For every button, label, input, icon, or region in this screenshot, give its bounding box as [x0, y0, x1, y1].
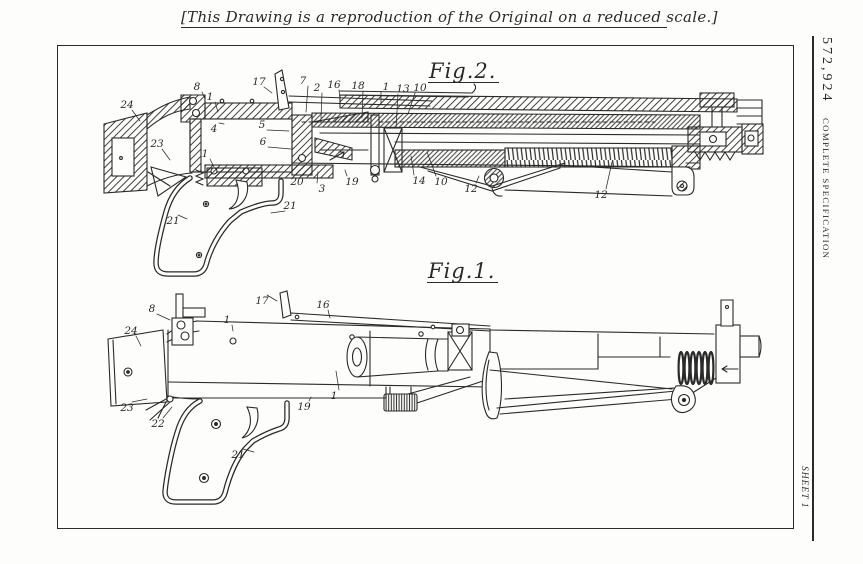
- leader-line: [327, 309, 331, 319]
- leader-line: [161, 148, 171, 161]
- reduced-scale-note: [This Drawing is a reproduction of the O…: [181, 8, 718, 28]
- part-number: 6: [260, 136, 267, 148]
- leader-line: [426, 151, 437, 177]
- part-number: 22: [150, 418, 165, 430]
- part-number: 13: [396, 83, 410, 95]
- leader-line: [131, 109, 141, 122]
- part-number: 17: [252, 76, 266, 88]
- fig1-pistol-grip: [162, 398, 290, 505]
- fig2-muzzle: [687, 92, 764, 162]
- part-number: 5: [259, 119, 266, 131]
- part-number: 2: [313, 82, 321, 94]
- part-number: 24: [119, 99, 133, 111]
- sheet-edge-rule: [812, 36, 814, 541]
- leader-line: [162, 406, 173, 419]
- margin-heading: 572,924 COMPLETE SPECIFICATION: [817, 37, 835, 259]
- part-number: 17: [255, 295, 269, 307]
- fig1-callouts: 8 24 17 16 1 23 22 19 1 21: [119, 294, 340, 461]
- fig1-cocking-piece: [171, 293, 206, 346]
- leader-line: [231, 324, 234, 332]
- fig1-barrel: [489, 299, 762, 386]
- part-number: 1: [202, 148, 209, 160]
- leader-line: [177, 214, 188, 220]
- part-number: 7: [300, 75, 307, 87]
- leader-line: [308, 396, 312, 402]
- part-number: 19: [297, 401, 311, 413]
- leader-line: [335, 370, 340, 391]
- leader-line: [218, 122, 225, 125]
- leader-line: [305, 85, 309, 113]
- leader-line: [135, 335, 142, 347]
- leader-line: [407, 92, 416, 115]
- fig1-cocking-handle: [346, 323, 473, 378]
- part-number: 1: [331, 390, 338, 402]
- part-number: 10: [434, 176, 448, 188]
- leader-line: [209, 158, 215, 168]
- part-number: 8: [149, 303, 156, 315]
- leader-line: [201, 91, 206, 100]
- part-number: 1: [224, 314, 231, 326]
- fig2-bipod: [419, 162, 701, 197]
- leader-line: [320, 92, 323, 119]
- part-number: 10: [413, 82, 427, 94]
- fig1-drawing: 8 24 17 16 1 23 22 19 1 21: [107, 290, 762, 505]
- leader-line: [316, 171, 319, 184]
- leader-line: [266, 129, 290, 132]
- part-number: 24: [123, 325, 137, 337]
- sheet-number: SHEET 1: [799, 466, 809, 509]
- part-number: 1: [383, 81, 390, 93]
- leader-line: [410, 155, 415, 176]
- fig1-knurled-knob: [383, 376, 484, 412]
- leader-line: [270, 210, 286, 214]
- part-number: 23: [149, 138, 164, 150]
- part-number: 21: [282, 200, 296, 212]
- part-number: 4: [210, 123, 218, 135]
- part-number: 1: [207, 91, 214, 103]
- leader-line: [301, 173, 305, 177]
- leader-line: [131, 398, 148, 403]
- leader-line: [242, 448, 255, 453]
- part-number: 3: [319, 183, 326, 195]
- part-number: 8: [194, 81, 201, 93]
- leader-line: [214, 101, 219, 113]
- fig2-barrel-casing: [291, 83, 738, 170]
- fig1-butt-plate: [107, 320, 200, 407]
- leader-line: [267, 146, 292, 150]
- part-number: 12: [464, 183, 478, 195]
- leader-line: [475, 175, 480, 184]
- part-number: 20: [289, 176, 304, 188]
- leader-line: [266, 294, 278, 302]
- leader-line: [156, 313, 171, 321]
- leader-line: [605, 161, 613, 190]
- leader-line: [338, 89, 341, 100]
- fig1-bipod: [481, 351, 717, 420]
- fig2-butt-stock: [103, 96, 193, 194]
- fig2-caption: Fig.2.: [428, 60, 500, 84]
- part-number: 16: [327, 79, 341, 91]
- fig2-pistol-grip: [153, 167, 284, 277]
- patent-number: 572,924: [819, 37, 834, 104]
- fig1-caption: Fig.1.: [427, 260, 499, 284]
- leader-line: [263, 86, 273, 94]
- part-number: 21: [165, 215, 179, 227]
- part-number: 18: [351, 80, 365, 92]
- part-number: 19: [345, 176, 359, 188]
- drawing-frame: [57, 45, 794, 529]
- fig2-receiver: [147, 94, 334, 197]
- part-number: 12: [594, 189, 608, 201]
- leader-line: [395, 93, 399, 129]
- specification-label: COMPLETE SPECIFICATION: [821, 117, 831, 259]
- leader-line: [361, 90, 364, 119]
- part-number: 14: [412, 175, 425, 187]
- part-number: 16: [316, 299, 330, 311]
- part-number: 21: [230, 449, 244, 461]
- part-number: 23: [119, 402, 134, 414]
- leader-line: [344, 169, 348, 177]
